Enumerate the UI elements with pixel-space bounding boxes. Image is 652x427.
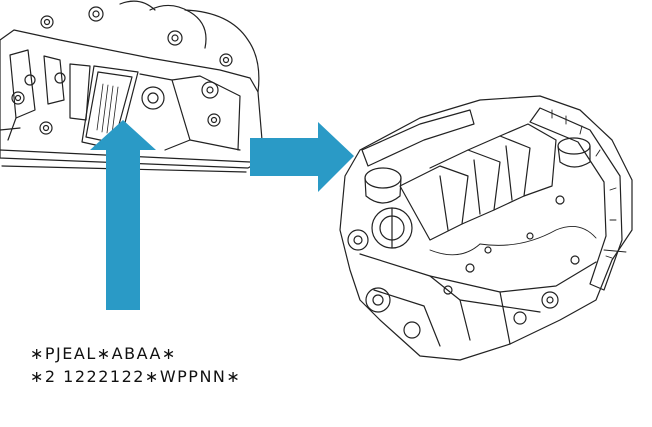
right-arrow-icon xyxy=(250,122,354,192)
up-arrow-icon xyxy=(90,120,156,310)
engine-assembly-drawing xyxy=(339,95,633,361)
engine-code-line-2: ∗2 1222122∗WPPNN∗ xyxy=(30,367,242,386)
engine-code-line-1: ∗PJEAL∗ABAA∗ xyxy=(30,344,177,363)
engine-block-detail xyxy=(0,0,263,173)
